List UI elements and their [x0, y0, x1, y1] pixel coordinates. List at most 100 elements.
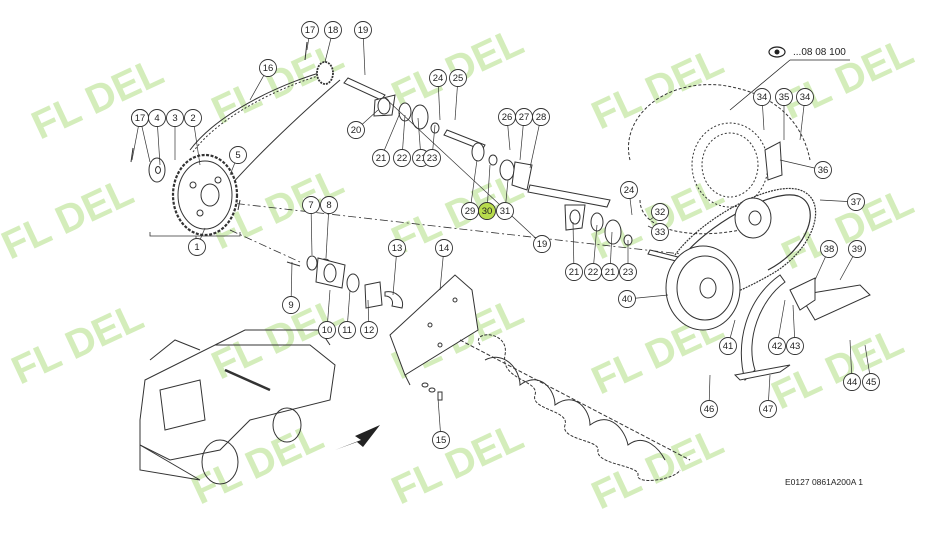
callout-23[interactable]: 23	[423, 149, 441, 167]
callout-21[interactable]: 21	[601, 263, 619, 281]
callout-number: 29	[465, 206, 476, 217]
callout-15[interactable]: 15	[432, 431, 450, 449]
bracket-36	[764, 141, 783, 181]
callout-11[interactable]: 11	[338, 321, 356, 339]
callout-3[interactable]: 3	[166, 109, 184, 127]
callout-number: 47	[763, 404, 774, 415]
callout-41[interactable]: 41	[719, 337, 737, 355]
watermark: FL DEL	[775, 29, 920, 128]
callout-12[interactable]: 12	[360, 321, 378, 339]
callout-29[interactable]: 29	[461, 202, 479, 220]
callout-16[interactable]: 16	[259, 59, 277, 77]
callout-number: 7	[308, 200, 313, 211]
callout-31[interactable]: 31	[496, 202, 514, 220]
callout-42[interactable]: 42	[768, 337, 786, 355]
callout-35[interactable]: 35	[775, 88, 793, 106]
callout-number: 38	[824, 244, 835, 255]
callout-number: 17	[305, 25, 316, 36]
callout-circle	[393, 149, 411, 167]
callout-5[interactable]: 5	[229, 146, 247, 164]
callout-circle	[620, 181, 638, 199]
callout-19[interactable]: 19	[533, 235, 551, 253]
callout-number: 14	[439, 243, 450, 254]
callout-19[interactable]: 19	[354, 21, 372, 39]
callout-25[interactable]: 25	[449, 69, 467, 87]
callout-circle	[847, 193, 865, 211]
watermark: FL DEL	[25, 49, 170, 148]
callout-10[interactable]: 10	[318, 321, 336, 339]
callout-44[interactable]: 44	[843, 373, 861, 391]
callout-46[interactable]: 46	[700, 400, 718, 418]
small-sprocket	[316, 61, 334, 85]
callout-number: 37	[851, 197, 862, 208]
callout-43[interactable]: 43	[786, 337, 804, 355]
callout-47[interactable]: 47	[759, 400, 777, 418]
callout-circle	[131, 109, 149, 127]
callout-13[interactable]: 13	[388, 239, 406, 257]
callout-24[interactable]: 24	[620, 181, 638, 199]
callout-26[interactable]: 26	[498, 108, 516, 126]
callout-number: 23	[623, 267, 634, 278]
callout-circle	[786, 337, 804, 355]
callout-number: 22	[397, 153, 408, 164]
callout-circle	[478, 202, 496, 220]
callout-8[interactable]: 8	[320, 196, 338, 214]
callout-30[interactable]: 30	[478, 202, 496, 220]
callout-circle	[719, 337, 737, 355]
callout-22[interactable]: 22	[393, 149, 411, 167]
callout-7[interactable]: 7	[302, 196, 320, 214]
callout-21[interactable]: 21	[372, 149, 390, 167]
callout-36[interactable]: 36	[814, 161, 832, 179]
callout-circle	[338, 321, 356, 339]
watermark: FL DEL	[5, 294, 150, 393]
callout-17[interactable]: 17	[131, 109, 149, 127]
callout-number: 4	[154, 113, 159, 124]
callout-number: 2	[190, 113, 195, 124]
shaft	[343, 77, 386, 101]
callout-38[interactable]: 38	[820, 240, 838, 258]
callout-number: 31	[500, 206, 511, 217]
callout-number: 5	[235, 150, 240, 161]
callout-34[interactable]: 34	[796, 88, 814, 106]
watermark: FL DEL	[185, 414, 330, 513]
callout-17[interactable]: 17	[301, 21, 319, 39]
callout-9[interactable]: 9	[282, 296, 300, 314]
callout-40[interactable]: 40	[618, 290, 636, 308]
callout-21[interactable]: 21	[565, 263, 583, 281]
arrow-icon	[335, 425, 380, 450]
callout-number: 21	[605, 267, 616, 278]
callout-circle	[347, 121, 365, 139]
callout-circle	[796, 88, 814, 106]
callout-circle	[814, 161, 832, 179]
large-sprocket	[171, 153, 239, 237]
callout-45[interactable]: 45	[862, 373, 880, 391]
callout-27[interactable]: 27	[515, 108, 533, 126]
callout-number: 27	[519, 112, 530, 123]
callout-33[interactable]: 33	[651, 223, 669, 241]
callout-39[interactable]: 39	[848, 240, 866, 258]
callout-32[interactable]: 32	[651, 203, 669, 221]
callout-34[interactable]: 34	[753, 88, 771, 106]
callout-circle	[360, 321, 378, 339]
callout-circle	[429, 69, 447, 87]
callout-circle	[584, 263, 602, 281]
callout-number: 21	[376, 153, 387, 164]
callout-37[interactable]: 37	[847, 193, 865, 211]
callout-1[interactable]: 1	[188, 238, 206, 256]
callout-28[interactable]: 28	[532, 108, 550, 126]
callout-circle	[700, 400, 718, 418]
callout-number: 46	[704, 404, 715, 415]
callout-20[interactable]: 20	[347, 121, 365, 139]
callout-2[interactable]: 2	[184, 109, 202, 127]
callout-4[interactable]: 4	[148, 109, 166, 127]
callout-24[interactable]: 24	[429, 69, 447, 87]
callout-18[interactable]: 18	[324, 21, 342, 39]
callout-23[interactable]: 23	[619, 263, 637, 281]
watermark: FL DEL	[0, 169, 140, 268]
callout-number: 10	[322, 325, 333, 336]
callout-22[interactable]: 22	[584, 263, 602, 281]
callout-14[interactable]: 14	[435, 239, 453, 257]
callout-layer: 1234567891011121314151617171819192021212…	[131, 21, 880, 449]
callout-number: 41	[723, 341, 734, 352]
